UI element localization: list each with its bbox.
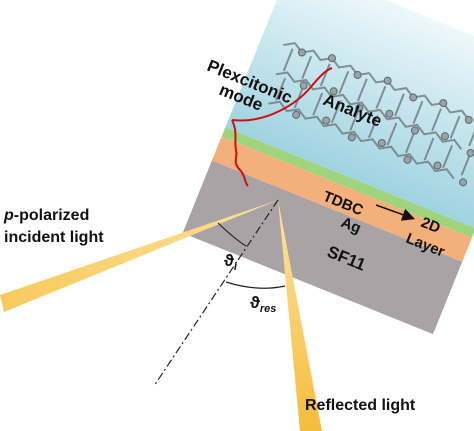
layer-2d-arrow: [375, 204, 416, 221]
ag-label: Ag: [339, 214, 364, 237]
theta-i-symbol: ϑ: [224, 251, 234, 270]
sensor-stack: [182, 0, 474, 335]
surface-normal-line: [153, 199, 279, 387]
incident-beam: [0, 200, 278, 312]
graphene-atoms: [292, 48, 474, 187]
theta-res-subscript: res: [260, 303, 277, 315]
p-prefix: p: [3, 207, 14, 224]
layer-2d-label-line1: 2D: [419, 214, 443, 237]
ag-layer: [211, 136, 472, 262]
theta-i-label: ϑi: [224, 251, 238, 273]
polarized-text: -polarized: [14, 207, 90, 224]
theta-res-arc: [225, 281, 286, 289]
reflected-beam: [278, 200, 322, 431]
incident-light-label-line2: incident light: [4, 229, 104, 246]
theta-i-arc: [217, 222, 247, 247]
sf11-prism: [182, 160, 463, 335]
theta-i-subscript: i: [234, 261, 238, 273]
plexcitonic-mode-curve: [231, 67, 333, 187]
analyte-region: [225, 0, 474, 229]
theta-res-symbol: ϑ: [250, 293, 260, 312]
graphene-layer: [268, 42, 474, 180]
incident-light-label-line1: p-polarized: [3, 207, 89, 224]
reflected-light-label: Reflected light: [305, 397, 416, 414]
theta-res-label: ϑres: [250, 293, 276, 315]
